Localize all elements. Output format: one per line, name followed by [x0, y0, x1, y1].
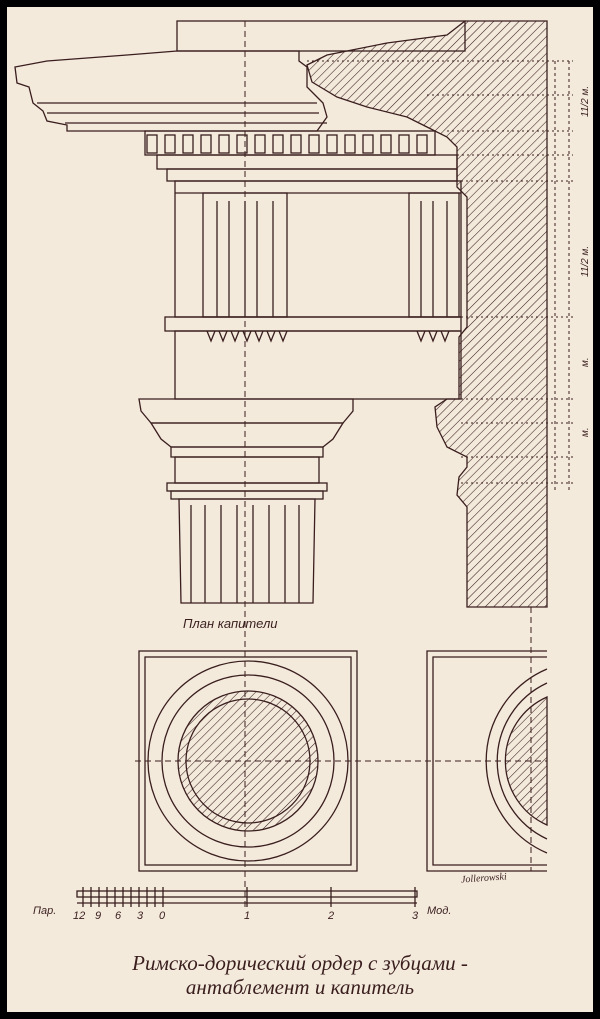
- triglyph: [408, 192, 460, 318]
- bed-moulding: [166, 168, 458, 182]
- scale-bar: [76, 887, 418, 907]
- capital-abacus: [138, 398, 354, 424]
- plan-title: План капители: [183, 616, 278, 631]
- dimension-label: м.: [580, 357, 591, 367]
- scale-tick-label: 9: [95, 910, 102, 922]
- caption-line-1: Римско-дорический ордер с зубцами -: [132, 951, 468, 975]
- capital-neck: [174, 456, 320, 484]
- scale-tick-label: 0: [159, 910, 166, 922]
- dimension-label: 11/2 м.: [580, 85, 591, 117]
- scale-tick-label: 12: [73, 910, 86, 922]
- dimension-label: 11/2 м.: [580, 245, 591, 277]
- architrave: [174, 330, 462, 400]
- capital-annulet: [170, 446, 324, 458]
- scale-tick-label: 2: [328, 910, 335, 922]
- astragal: [166, 482, 328, 492]
- scale-unit-right: Мод.: [427, 905, 452, 917]
- scale-tick-label: 6: [115, 910, 122, 922]
- taenia: [164, 316, 462, 332]
- column-shaft: [178, 498, 316, 604]
- guttae: [206, 330, 450, 343]
- dentil-band: [144, 130, 436, 156]
- cornice-top-block: [176, 20, 466, 52]
- frieze: [174, 180, 462, 318]
- capital-echinus: [149, 422, 345, 448]
- scale-tick-label: 1: [244, 910, 251, 922]
- dimension-lines: [307, 60, 573, 491]
- scale-tick-label: 3: [137, 910, 144, 922]
- architectural-drawing: [14, 20, 573, 907]
- scale-unit-left: Пар.: [33, 905, 57, 917]
- bed-moulding: [156, 154, 458, 170]
- astragal: [170, 490, 324, 500]
- cornice-corona: [14, 50, 328, 132]
- scale-tick-label: 3: [412, 910, 419, 922]
- triglyph: [202, 192, 288, 318]
- wall-section: [306, 20, 548, 608]
- dimension-label: м.: [580, 427, 591, 437]
- caption-line-2: антаблемент и капитель: [185, 975, 415, 999]
- drawing-frame: 11/2 м. 11/2 м. м. м. План капители Joll…: [7, 7, 593, 1012]
